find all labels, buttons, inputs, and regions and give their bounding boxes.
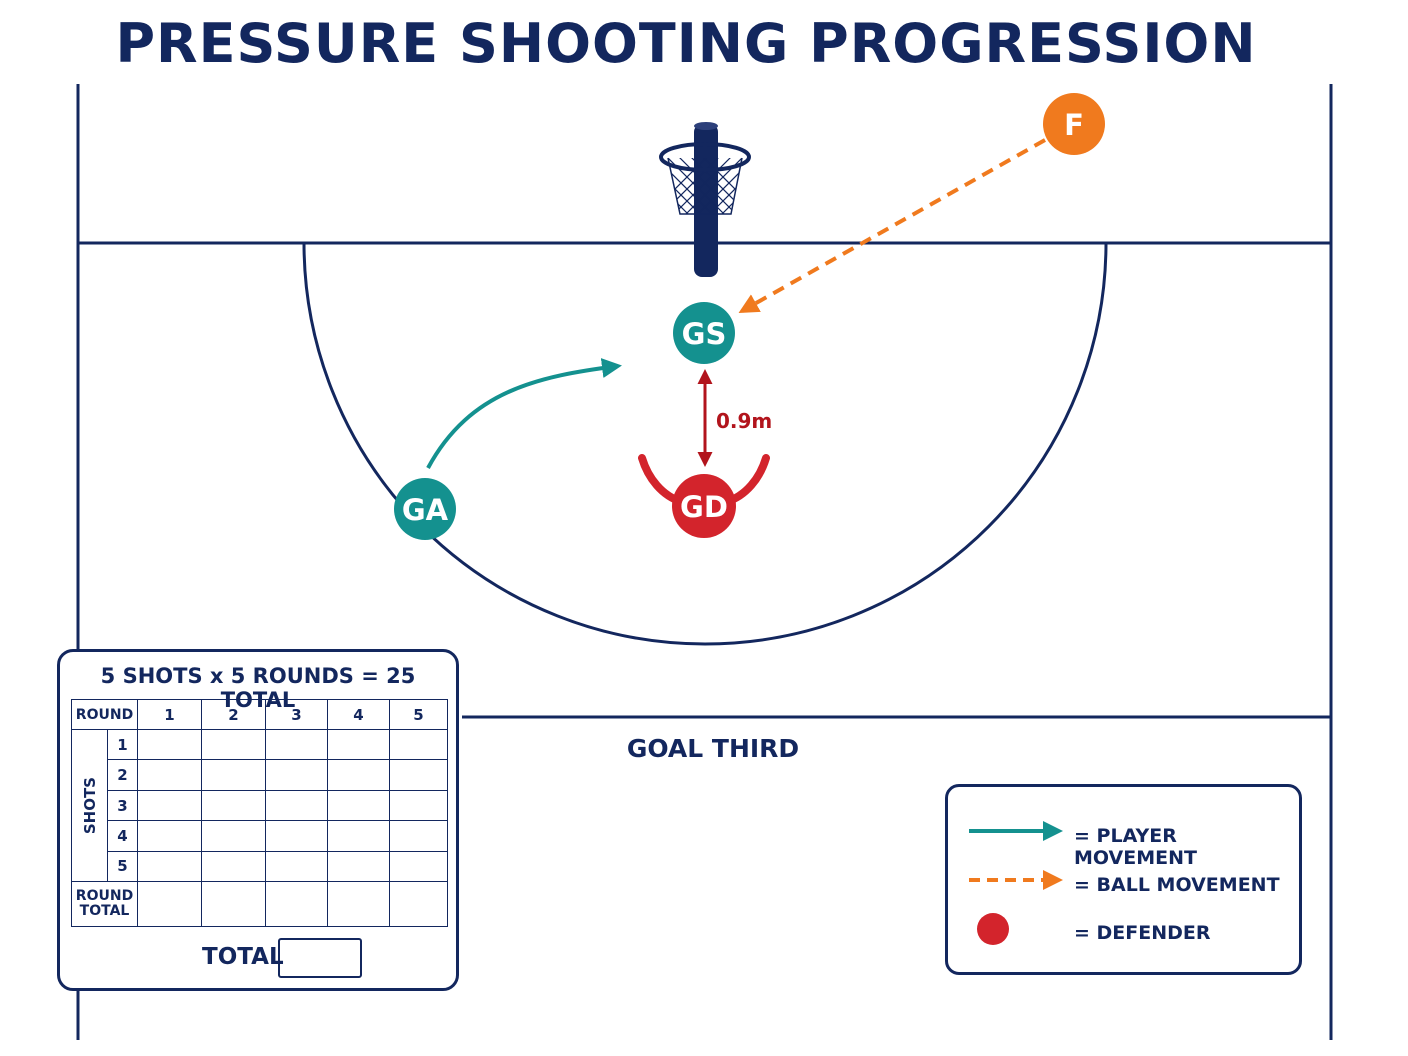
shot-row-label-4: 4 xyxy=(108,821,137,852)
score-cell[interactable] xyxy=(265,759,328,791)
score-cell[interactable] xyxy=(327,759,390,791)
table-row: SHOTS 1 2 3 4 5 xyxy=(71,728,448,882)
score-cell[interactable] xyxy=(389,728,448,761)
player-movement-arrow xyxy=(426,358,622,469)
round-total-label-line2: TOTAL xyxy=(79,903,130,919)
score-cell[interactable] xyxy=(327,850,390,883)
score-cell[interactable] xyxy=(265,820,328,852)
shots-label: SHOTS xyxy=(80,776,99,835)
score-cell[interactable] xyxy=(201,759,266,791)
round-total-label-line1: ROUND xyxy=(75,888,134,904)
ball-movement-arrow xyxy=(738,138,1046,313)
legend-player-movement: = PLAYER MOVEMENT xyxy=(1074,825,1197,869)
table-row xyxy=(72,789,448,822)
score-cell[interactable] xyxy=(389,789,448,822)
shot-row-label-1: 1 xyxy=(108,730,137,761)
score-cell[interactable] xyxy=(137,759,202,791)
score-cell[interactable] xyxy=(137,789,202,822)
score-cell[interactable] xyxy=(327,789,390,822)
table-row xyxy=(72,850,448,883)
total-box[interactable] xyxy=(278,938,362,978)
score-cell[interactable] xyxy=(137,820,202,852)
defender-legend-icon xyxy=(977,913,1009,945)
round-header: ROUND xyxy=(71,699,138,730)
shot-row-label-3: 3 xyxy=(108,791,137,822)
score-cell[interactable] xyxy=(137,728,202,761)
distance-label: 0.9m xyxy=(716,409,772,433)
score-cell[interactable] xyxy=(201,850,266,883)
shooting-circle xyxy=(302,242,1108,646)
round-col-1: 1 xyxy=(137,699,202,730)
zone-label: GOAL THIRD xyxy=(626,734,800,763)
round-total-cell[interactable] xyxy=(265,881,328,927)
player-gs-label: GS xyxy=(682,317,727,351)
player-gd-circle xyxy=(672,474,736,538)
round-col-5: 5 xyxy=(389,699,448,730)
player-gd-label: GD xyxy=(680,490,728,524)
player-f-label: F xyxy=(1064,108,1084,142)
player-gs-circle xyxy=(673,302,735,364)
score-cell[interactable] xyxy=(201,820,266,852)
round-total-cell[interactable] xyxy=(327,881,390,927)
legend-defender: = DEFENDER xyxy=(1074,922,1211,944)
score-cell[interactable] xyxy=(327,728,390,761)
table-row xyxy=(72,759,448,791)
score-cell[interactable] xyxy=(389,850,448,883)
round-col-4: 4 xyxy=(327,699,390,730)
legend: = PLAYER MOVEMENT = BALL MOVEMENT = DEFE… xyxy=(945,784,1302,975)
score-cell[interactable] xyxy=(389,820,448,852)
round-total-row: ROUND TOTAL xyxy=(71,881,448,927)
player-f-circle xyxy=(1043,93,1105,155)
score-table: ROUND 1 2 3 4 5 SHOTS 1 2 3 xyxy=(71,699,448,927)
player-ga-label: GA xyxy=(402,493,449,527)
legend-symbols xyxy=(969,821,1063,945)
shot-row-label-5: 5 xyxy=(117,857,128,876)
table-row xyxy=(72,820,448,852)
score-cell[interactable] xyxy=(201,789,266,822)
score-cell[interactable] xyxy=(389,759,448,791)
round-col-3: 3 xyxy=(265,699,328,730)
legend-ball-movement: = BALL MOVEMENT xyxy=(1074,874,1280,896)
round-total-cell[interactable] xyxy=(201,881,266,927)
goal-post-icon xyxy=(659,122,751,277)
score-card: 5 SHOTS x 5 ROUNDS = 25 TOTAL ROUND 1 2 … xyxy=(57,649,459,991)
player-ga-circle xyxy=(394,478,456,540)
page-title: PRESSURE SHOOTING PROGRESSION xyxy=(115,12,1257,75)
table-header-row: ROUND 1 2 3 4 5 xyxy=(71,699,448,730)
score-cell[interactable] xyxy=(137,850,202,883)
score-cell[interactable] xyxy=(327,820,390,852)
round-total-cell[interactable] xyxy=(389,881,448,927)
score-cell[interactable] xyxy=(265,728,328,761)
score-cell[interactable] xyxy=(265,850,328,883)
shot-row-label-2: 2 xyxy=(108,760,137,791)
round-col-2: 2 xyxy=(201,699,266,730)
total-label: TOTAL xyxy=(202,944,284,970)
round-total-cell[interactable] xyxy=(137,881,202,927)
score-cell[interactable] xyxy=(201,728,266,761)
score-cell[interactable] xyxy=(265,789,328,822)
